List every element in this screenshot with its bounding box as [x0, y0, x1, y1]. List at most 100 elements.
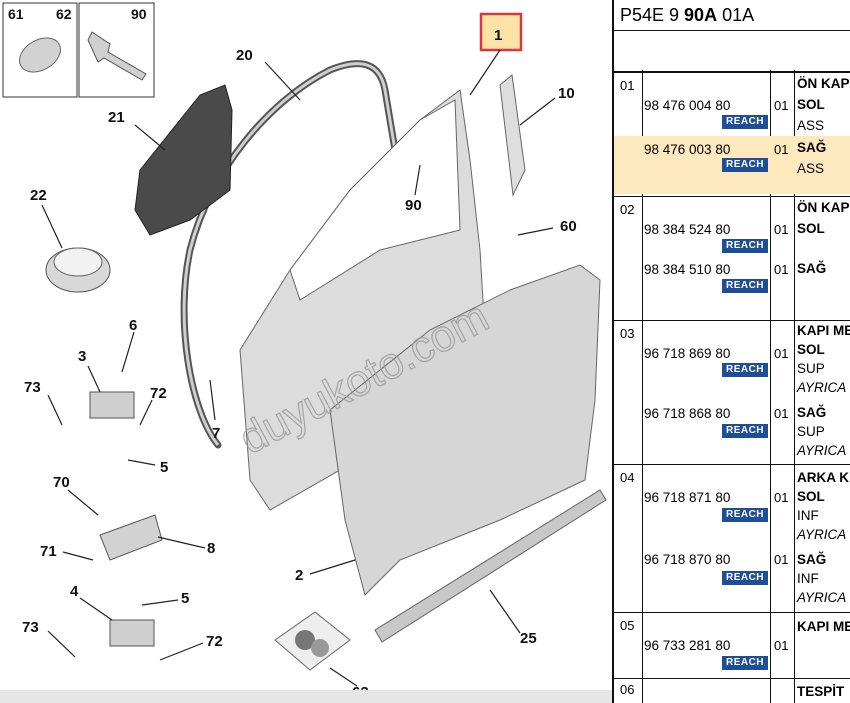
callout-72-lower: 72 — [206, 633, 223, 650]
reach-badge: REACH — [722, 656, 768, 670]
callout-1: 1 — [494, 27, 502, 44]
callout-8: 8 — [207, 540, 215, 557]
part-description: ÖN KAP SOL — [797, 200, 850, 236]
reach-badge: REACH — [722, 424, 768, 438]
callout-70: 70 — [53, 474, 70, 491]
parts-group-01: 01 98 476 004 80 REACH 01 ÖN KAP SOL ASS… — [614, 72, 850, 197]
window-trim-part-10 — [499, 74, 526, 197]
callout-6: 6 — [129, 317, 137, 334]
part-description: SAĞ ASS — [797, 140, 827, 176]
callout-90-inset: 90 — [131, 6, 147, 22]
callout-3: 3 — [78, 348, 86, 365]
part-number[interactable]: 98 476 003 80 — [644, 142, 731, 157]
part-qty: 01 — [774, 142, 789, 157]
inner-panel-part-21 — [134, 84, 233, 236]
callout-7: 7 — [212, 425, 220, 442]
door-outer-skin-part-2 — [329, 264, 601, 596]
callout-21: 21 — [108, 109, 125, 126]
door-check-part-8 — [99, 514, 163, 561]
callout-25: 25 — [520, 630, 537, 647]
speaker-ring-part-22 — [45, 247, 111, 293]
callout-72-upper: 72 — [150, 385, 167, 402]
callout-73-upper: 73 — [24, 379, 41, 396]
part-row[interactable]: 96 718 869 80 REACH 01 KAPI ME SOL SUP A… — [614, 320, 850, 398]
callout-20: 20 — [236, 47, 253, 64]
inset-box-90 — [78, 2, 155, 98]
part-qty: 01 — [774, 262, 789, 277]
part-qty: 01 — [774, 98, 789, 113]
reach-badge: REACH — [722, 508, 768, 522]
leader-lines — [41, 49, 556, 687]
parts-group-03: 03 96 718 869 80 REACH 01 KAPI ME SOL SU… — [614, 320, 850, 465]
part-row[interactable]: 96 718 870 80 REACH 01 SAĞ INF AYRICA — [614, 544, 850, 610]
part-description: ARKA K SOL INF AYRICA — [797, 470, 849, 542]
part-qty: 01 — [774, 406, 789, 421]
reach-badge: REACH — [722, 571, 768, 585]
parts-group-02: 02 98 384 524 80 REACH 01 ÖN KAP SOL 98 … — [614, 196, 850, 321]
part-description: SAĞ — [797, 261, 827, 276]
part-qty: 01 — [774, 346, 789, 361]
door-molding-part-25 — [374, 489, 607, 643]
part-row[interactable]: 98 384 510 80 REACH 01 SAĞ — [614, 258, 850, 318]
part-description: SAĞ INF AYRICA — [797, 552, 847, 605]
hinge-upper-part-3 — [89, 391, 135, 419]
reach-badge: REACH — [722, 239, 768, 253]
hinge-lower-part-4 — [109, 619, 155, 647]
reach-badge: REACH — [722, 158, 768, 172]
group-number: 04 — [620, 470, 635, 485]
inset-box-61-62 — [2, 2, 78, 98]
callout-60: 60 — [560, 218, 577, 235]
callout-22: 22 — [30, 187, 47, 204]
patch-sheet-part-63 — [274, 611, 351, 671]
part-number[interactable]: 98 384 524 80 — [644, 222, 731, 237]
group-number: 05 — [620, 618, 635, 633]
group-number: 06 — [620, 682, 635, 697]
callout-71: 71 — [40, 543, 57, 560]
part-number[interactable]: 98 384 510 80 — [644, 262, 731, 277]
callout-2: 2 — [295, 567, 303, 584]
part-row[interactable]: 96 718 868 80 REACH 01 SAĞ SUP AYRICA — [614, 398, 850, 462]
part-number[interactable]: 96 718 868 80 — [644, 406, 731, 421]
part-qty: 01 — [774, 222, 789, 237]
horizontal-scrollbar[interactable] — [0, 690, 612, 703]
callout-62: 62 — [56, 6, 72, 22]
part-number[interactable]: 96 718 870 80 — [644, 552, 731, 567]
group-number: 02 — [620, 202, 635, 217]
part-qty: 01 — [774, 638, 789, 653]
group-number: 03 — [620, 326, 635, 341]
column-divider — [770, 70, 771, 703]
part-qty: 01 — [774, 552, 789, 567]
part-row[interactable]: 96 718 871 80 REACH 01 ARKA K SOL INF AY… — [614, 464, 850, 544]
callout-61: 61 — [8, 6, 24, 22]
callout-4: 4 — [70, 583, 79, 600]
parts-group-05: 05 96 733 281 80 REACH 01 KAPI ME — [614, 612, 850, 679]
group-number: 01 — [620, 78, 635, 93]
parts-group-06: 06 TESPİT — [614, 678, 850, 703]
parts-group-04: 04 96 718 871 80 REACH 01 ARKA K SOL INF… — [614, 464, 850, 613]
callout-73-lower: 73 — [22, 619, 39, 636]
part-number[interactable]: 98 476 004 80 — [644, 98, 731, 113]
part-description: KAPI ME — [797, 619, 850, 634]
parts-list-panel: P54E 9 90A 01A 01 98 476 004 80 REACH 01… — [612, 0, 850, 703]
part-number[interactable]: 96 718 871 80 — [644, 490, 731, 505]
part-row-selected[interactable]: 98 476 003 80 REACH 01 SAĞ ASS — [614, 136, 850, 194]
exploded-parts-diagram: 61 62 90 — [2, 2, 607, 701]
part-number[interactable]: 96 718 869 80 — [644, 346, 731, 361]
highlighted-callout-box[interactable] — [479, 12, 523, 52]
column-divider — [642, 70, 643, 703]
part-row[interactable]: 96 733 281 80 REACH 01 KAPI ME — [614, 612, 850, 678]
part-row[interactable]: 98 476 004 80 REACH 01 ÖN KAP SOL ASS — [614, 72, 850, 134]
callout-90: 90 — [405, 197, 422, 214]
part-number[interactable]: 96 733 281 80 — [644, 638, 731, 653]
callout-5-lower: 5 — [181, 590, 189, 607]
part-description: KAPI ME SOL SUP AYRICA — [797, 323, 850, 395]
column-divider — [794, 70, 795, 703]
diagram-reference-header: P54E 9 90A 01A — [614, 0, 850, 31]
subheader-row — [614, 31, 850, 73]
part-description: TESPİT — [797, 684, 845, 699]
reach-badge: REACH — [722, 363, 768, 377]
part-description: SAĞ SUP AYRICA — [797, 405, 847, 458]
reach-badge: REACH — [722, 279, 768, 293]
part-row[interactable]: 98 384 524 80 REACH 01 ÖN KAP SOL — [614, 196, 850, 258]
callout-10: 10 — [558, 85, 575, 102]
